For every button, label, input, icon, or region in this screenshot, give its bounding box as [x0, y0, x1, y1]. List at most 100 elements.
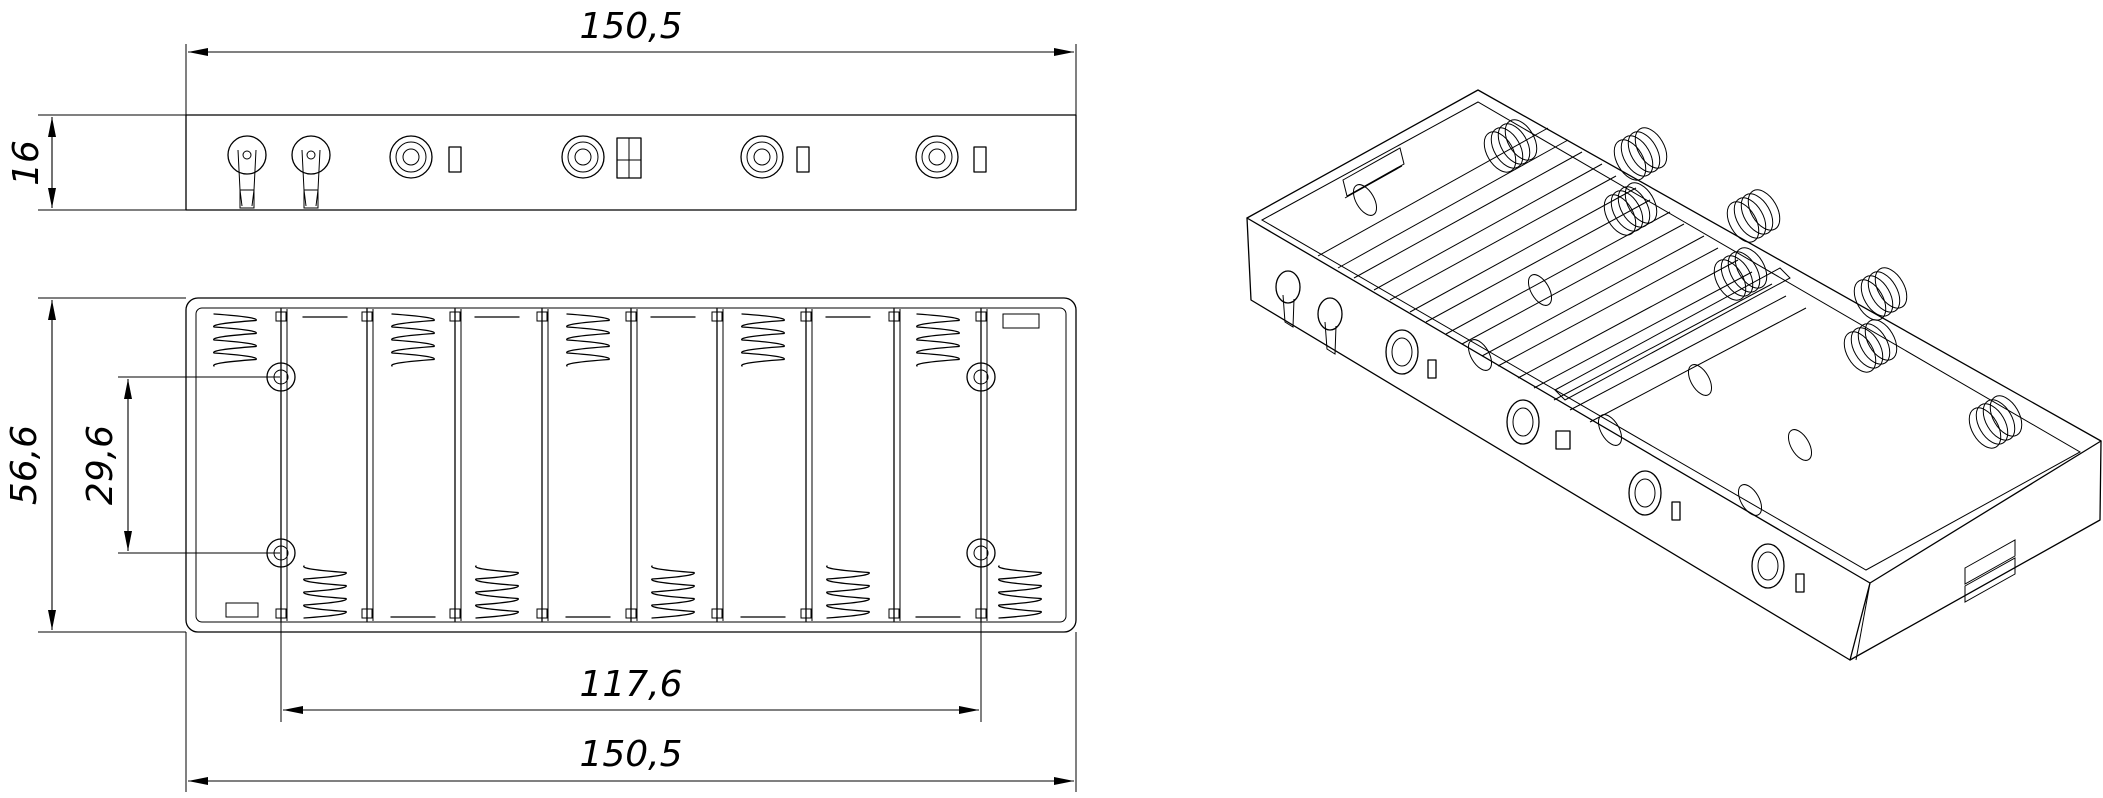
iso-cell-edge	[1373, 163, 1603, 291]
iso-spring-coil	[1740, 193, 1774, 235]
contact-ring-mid	[921, 141, 953, 173]
divider-tab	[536, 311, 548, 322]
solder-tab-hole	[306, 150, 316, 160]
iso-spring-coil	[1864, 319, 1898, 361]
iso-spring-coil	[1733, 197, 1767, 239]
divider-tab	[800, 608, 812, 619]
iso-cell-edge	[1317, 127, 1549, 257]
divider-tab	[800, 311, 812, 322]
iso-cell-edge	[1589, 307, 1807, 423]
iso-cell-edge	[1569, 295, 1787, 411]
contact-ring-mid	[746, 141, 778, 173]
iso-spring-coil	[1968, 407, 2002, 449]
iso-cell-edge	[1461, 223, 1685, 345]
divider-tab	[361, 608, 373, 619]
iso-center-divider	[1554, 267, 1791, 401]
divider-tab	[449, 608, 461, 619]
corner-tab	[225, 602, 259, 618]
iso-spring-coil	[1504, 119, 1538, 161]
iso-spring-coil	[1620, 135, 1654, 177]
coil-spring-top	[566, 313, 610, 367]
dim-hole-vertical-label: 29,6	[80, 425, 121, 505]
mounting-hole-inner	[973, 369, 989, 385]
iso-spring-coil	[1613, 139, 1647, 181]
iso-contact-ring-inner	[1757, 551, 1779, 581]
iso-contact-ring	[1385, 329, 1419, 375]
coil-spring-bottom	[826, 565, 870, 619]
iso-cell-edge	[1481, 235, 1705, 357]
iso-spring-coil	[1975, 403, 2009, 445]
iso-end-slot	[1964, 539, 2016, 603]
divider-tab	[625, 311, 637, 322]
iso-spring-coil	[1713, 259, 1747, 301]
iso-cell-end	[1597, 414, 1623, 446]
iso-spring-coil	[1874, 267, 1908, 309]
dim-side-height: 16	[6, 114, 186, 211]
iso-side-slot	[1427, 359, 1437, 379]
divider-tab	[625, 608, 637, 619]
iso-contact-ring	[1506, 399, 1540, 445]
plan-view	[185, 297, 1077, 633]
solder-tab-leg	[237, 149, 257, 207]
iso-corner-edge	[1855, 582, 1871, 661]
coil-spring-top	[916, 313, 960, 367]
iso-solder-tab	[1275, 270, 1301, 304]
iso-inner-rim	[1260, 101, 2082, 571]
coil-spring-bottom	[998, 565, 1042, 619]
dim-plan-height-label: 56,6	[4, 425, 45, 505]
iso-spring-coil	[1627, 131, 1661, 173]
side-view-features	[227, 135, 987, 209]
iso-solder-leg	[1282, 294, 1295, 328]
iso-contact-ring-inner	[1391, 337, 1413, 367]
dim-hole-vertical: 29,6	[80, 376, 280, 554]
solder-tab-pin	[303, 189, 319, 209]
side-slot	[796, 146, 810, 173]
coil-spring-bottom	[475, 565, 519, 619]
iso-side-slot	[1795, 573, 1805, 593]
iso-spring-coil	[1982, 399, 2016, 441]
side-slot	[448, 146, 462, 173]
coil-spring-top	[213, 313, 257, 367]
iso-spring-coil	[1857, 323, 1891, 365]
contact-ring-outer	[389, 135, 433, 179]
divider-tab	[361, 311, 373, 322]
iso-cell-edge	[1425, 199, 1651, 323]
iso-spring-coil	[1853, 279, 1887, 321]
contact-ring-inner	[402, 148, 420, 166]
coil-spring-bottom	[303, 565, 347, 619]
iso-contact-ring-inner	[1512, 407, 1534, 437]
dim-top-width: 150,5	[185, 6, 1077, 115]
plan-view-outline	[185, 297, 1077, 633]
coil-spring-top	[741, 313, 785, 367]
divider-tab	[449, 311, 461, 322]
iso-contact-ring-inner	[1634, 478, 1656, 508]
iso-spring-coil	[1490, 127, 1524, 169]
coil-spring-bottom	[651, 565, 695, 619]
iso-right-face	[1849, 440, 2102, 661]
solder-tab-ring	[227, 135, 267, 175]
dim-plan-height: 56,6	[4, 297, 186, 633]
plan-view-features	[213, 308, 1042, 622]
iso-spring-coil	[1483, 131, 1517, 173]
iso-side-slot	[1671, 501, 1681, 521]
iso-spring-coil	[1603, 194, 1637, 236]
iso-cell-edge	[1497, 247, 1719, 367]
corner-tab	[1002, 313, 1040, 329]
side-slot	[973, 146, 987, 173]
iso-spring-coil	[1727, 251, 1761, 293]
contact-ring-inner	[753, 148, 771, 166]
iso-solder-leg	[1324, 321, 1337, 355]
coil-spring-top	[391, 313, 435, 367]
iso-spring-coil	[1734, 247, 1768, 289]
iso-spring-coil	[1634, 127, 1668, 169]
iso-cell-edge	[1389, 175, 1617, 301]
contact-ring-inner	[928, 148, 946, 166]
contact-ring-outer	[915, 135, 959, 179]
iso-cell-end	[1787, 429, 1813, 461]
iso-spring-coil	[1720, 255, 1754, 297]
iso-spring-coil	[1726, 201, 1760, 243]
iso-spring-coil	[1610, 190, 1644, 232]
divider-tab	[975, 311, 987, 322]
contact-ring-outer	[740, 135, 784, 179]
